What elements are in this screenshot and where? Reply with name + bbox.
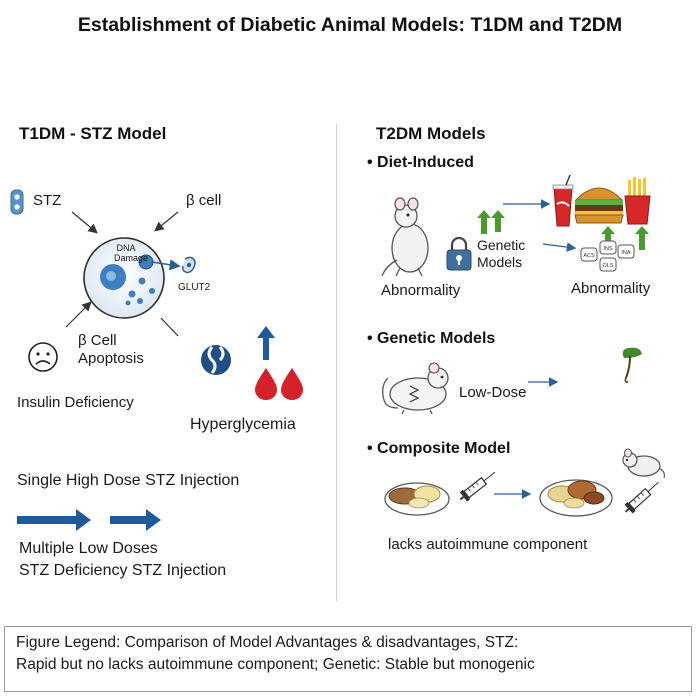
figure-legend-box — [4, 626, 692, 692]
rat-icon — [381, 197, 429, 277]
sad-face-icon — [28, 342, 58, 372]
stz-deficiency-label: STZ Deficiency STZ Injection — [19, 562, 227, 579]
figure-legend-line-1: Figure Legend: Comparison of Model Advan… — [16, 634, 519, 651]
t1dm-heading: T1DM - STZ Model — [19, 124, 167, 143]
dna-icon — [201, 345, 231, 375]
lock-icon — [446, 236, 472, 271]
glut2-icon — [181, 256, 196, 274]
up-arrow-icon — [601, 226, 615, 246]
composite-model-heading: • Composite Model — [367, 440, 511, 457]
pill-label: INS — [603, 246, 613, 252]
syringe-icon — [459, 471, 496, 502]
stz-molecule-icon — [10, 189, 24, 215]
mouse-icon — [382, 362, 449, 415]
plant-icon — [622, 347, 642, 383]
plate-icon — [384, 482, 450, 516]
pill-label: OLS — [602, 263, 613, 269]
dose-arrows — [17, 509, 161, 531]
plate-icon — [539, 479, 613, 517]
up-arrow-icon — [257, 326, 275, 360]
beta-cell-label: β cell — [186, 192, 222, 209]
abnormality-right-label: Abnormality — [571, 280, 651, 297]
syringe-icon — [624, 481, 659, 514]
pill-label: ACS — [583, 253, 595, 259]
genetic-models-heading: • Genetic Models — [367, 330, 496, 347]
pill-icon: ACS INS INA OLS — [580, 240, 635, 272]
glut2-label: GLUT2 — [178, 282, 211, 293]
beta-cell-apoptosis-label: β Cell Apoptosis — [78, 332, 144, 367]
lacks-autoimmune-label: lacks autoimmune component — [388, 536, 588, 553]
diet-induced-heading: • Diet-Induced — [367, 154, 474, 171]
pill-label: INA — [621, 250, 631, 256]
insulin-deficiency-label: Insulin Deficiency — [17, 394, 134, 411]
abnormality-left-label: Abnormality — [381, 282, 461, 299]
dose-arrow-2 — [110, 509, 161, 531]
hyperglycemia-label: Hyperglycemia — [190, 416, 296, 433]
food-icon — [552, 174, 651, 227]
mouse-icon — [622, 448, 665, 479]
t2dm-heading: T2DM Models — [376, 124, 486, 143]
stz-label: STZ — [33, 192, 62, 209]
up-arrow-icon — [491, 210, 505, 232]
dna-damage-label: DNA Damage — [114, 243, 149, 263]
column-divider — [336, 124, 337, 602]
up-arrow-icon — [477, 210, 491, 234]
up-arrow-icon — [635, 226, 649, 250]
figure-title: Establishment of Diabetic Animal Models:… — [77, 14, 623, 36]
figure-legend-line-2: Rapid but no lacks autoimmune component;… — [16, 656, 535, 673]
multiple-low-doses-label: Multiple Low Doses — [19, 540, 158, 557]
blood-drop-icon — [255, 368, 303, 400]
dose-arrow-1 — [17, 509, 91, 531]
single-high-dose-label: Single High Dose STZ Injection — [17, 472, 240, 489]
genetic-models-small-label: Genetic Models — [477, 237, 526, 270]
low-dose-label: Low-Dose — [459, 384, 527, 401]
